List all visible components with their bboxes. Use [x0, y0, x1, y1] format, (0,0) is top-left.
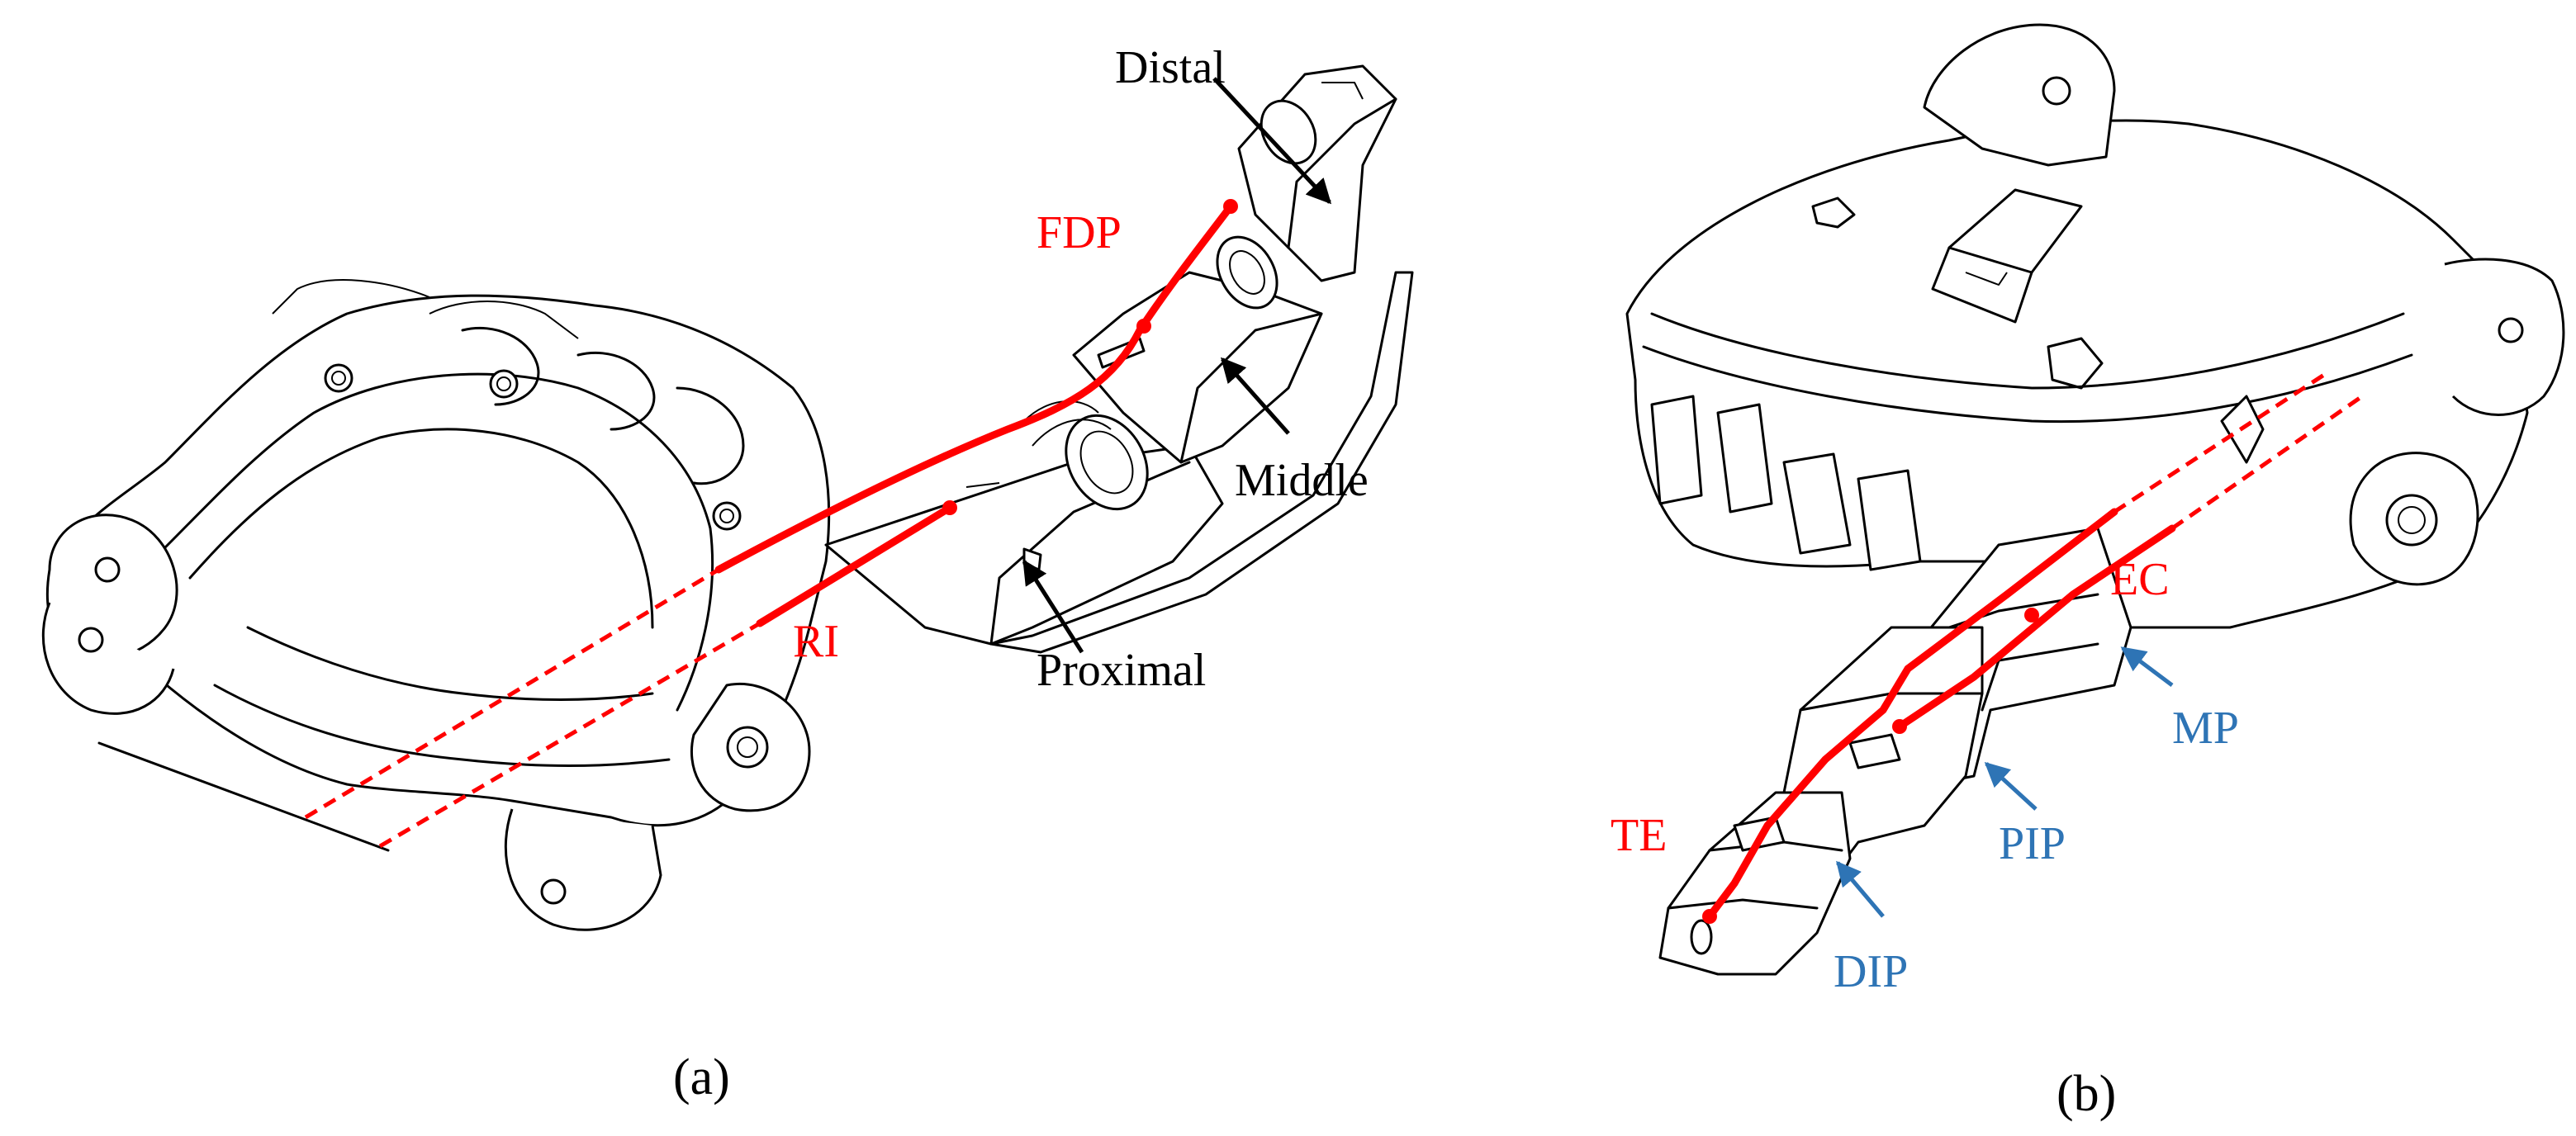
- caption-b: (b): [2057, 1066, 2116, 1122]
- mp-arrow: [2120, 646, 2174, 687]
- hand-top-drawing: [1625, 23, 2565, 629]
- label-ri: RI: [793, 616, 839, 667]
- tendons-b: [1702, 369, 2364, 924]
- label-distal: Distal: [1115, 42, 1226, 93]
- fdp-tendon-dashed: [304, 567, 720, 820]
- hand-base-drawing: [41, 279, 831, 931]
- panel-b: EC MP TE PIP DIP (b): [1611, 23, 2565, 1122]
- finger-drawing: [824, 64, 1414, 654]
- ec-tendon: [1895, 524, 2176, 731]
- label-mp: MP: [2172, 703, 2239, 754]
- tendons-a: [304, 199, 1238, 849]
- ri-tendon-end: [942, 500, 957, 515]
- label-ec: EC: [2110, 554, 2170, 605]
- pip-arrow: [1984, 761, 2038, 811]
- middle-arrow: [1221, 357, 1290, 435]
- dip-arrow: [1836, 860, 1885, 918]
- label-middle: Middle: [1235, 455, 1369, 506]
- te-tendon-mid: [1892, 719, 1907, 734]
- distal-arrow: [1212, 77, 1332, 205]
- ec-tendon-end: [2024, 608, 2039, 622]
- label-dip: DIP: [1834, 946, 1908, 997]
- finger-drawing-b: [1658, 527, 2132, 976]
- joint-arrows-b: [1836, 646, 2174, 918]
- label-fdp: FDP: [1037, 207, 1122, 258]
- fdp-tendon-mid: [1136, 319, 1151, 334]
- label-proximal: Proximal: [1037, 645, 1206, 696]
- label-pip: PIP: [1999, 818, 2066, 869]
- ri-tendon: [756, 504, 954, 627]
- panel-a: Distal FDP Middle RI Proximal (a): [41, 42, 1414, 1105]
- ri-tendon-dashed: [378, 621, 761, 849]
- caption-a: (a): [673, 1049, 730, 1105]
- fdp-tendon: [714, 202, 1235, 574]
- te-tendon: [1705, 508, 2118, 921]
- arrows-a: [1022, 77, 1332, 654]
- ec-tendon-dashed-2: [2170, 394, 2364, 531]
- fdp-tendon-end: [1223, 199, 1238, 214]
- label-te: TE: [1611, 810, 1667, 861]
- proximal-arrow: [1022, 559, 1084, 654]
- te-tendon-end: [1702, 909, 1717, 924]
